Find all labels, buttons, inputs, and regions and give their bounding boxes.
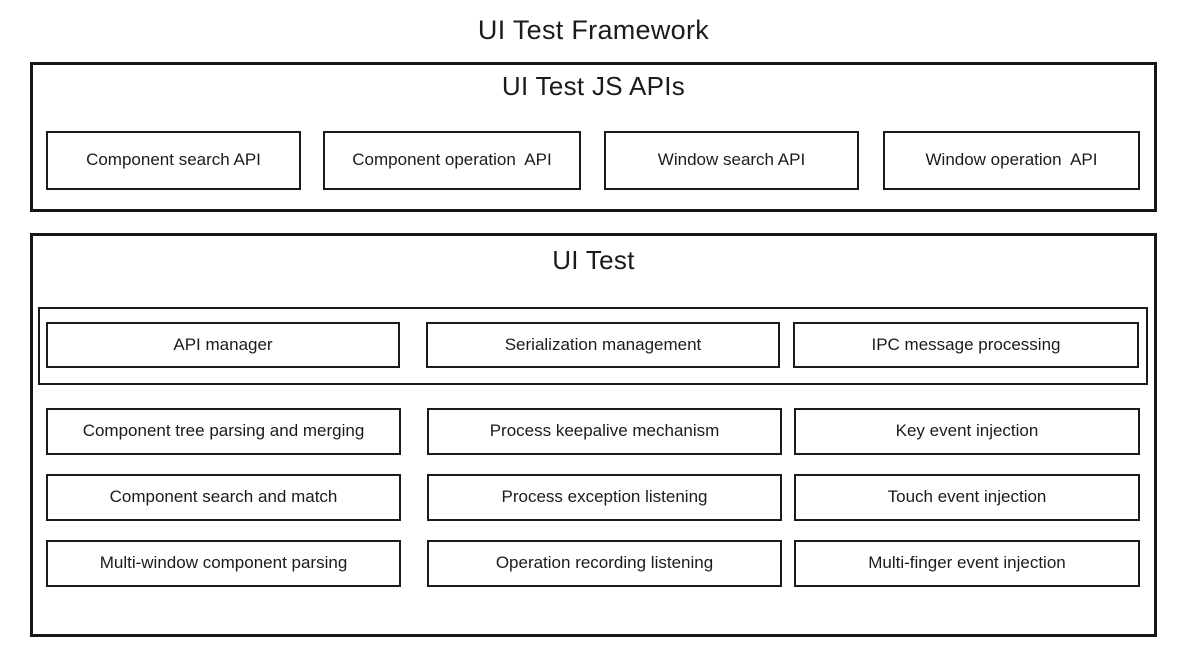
box-multi-window-component-parsing: Multi-window component parsing: [46, 540, 401, 587]
box-component-search-and-match: Component search and match: [46, 474, 401, 521]
box-api-manager: API manager: [46, 322, 400, 368]
js-apis-section-title: UI Test JS APIs: [501, 71, 686, 101]
box-window-search-api: Window search API: [604, 131, 859, 190]
box-component-search-api: Component search API: [46, 131, 301, 190]
js-apis-section: UI Test JS APIs Component search API Com…: [30, 62, 1157, 212]
box-serialization-management: Serialization management: [426, 322, 780, 368]
box-touch-event-injection: Touch event injection: [794, 474, 1140, 521]
box-operation-recording-listening: Operation recording listening: [427, 540, 782, 587]
box-key-event-injection: Key event injection: [794, 408, 1140, 455]
box-multi-finger-event-injection: Multi-finger event injection: [794, 540, 1140, 587]
ui-test-section-title: UI Test: [552, 245, 635, 275]
box-window-operation-api: Window operation API: [883, 131, 1140, 190]
box-component-tree-parsing-and-merging: Component tree parsing and merging: [46, 408, 401, 455]
box-component-operation-api: Component operation API: [323, 131, 581, 190]
box-process-exception-listening: Process exception listening: [427, 474, 782, 521]
ui-test-section: UI Test API manager Serialization manage…: [30, 233, 1157, 637]
box-process-keepalive-mechanism: Process keepalive mechanism: [427, 408, 782, 455]
box-ipc-message-processing: IPC message processing: [793, 322, 1139, 368]
manager-row-container: API manager Serialization management IPC…: [38, 307, 1148, 385]
page-title: UI Test Framework: [477, 15, 710, 45]
